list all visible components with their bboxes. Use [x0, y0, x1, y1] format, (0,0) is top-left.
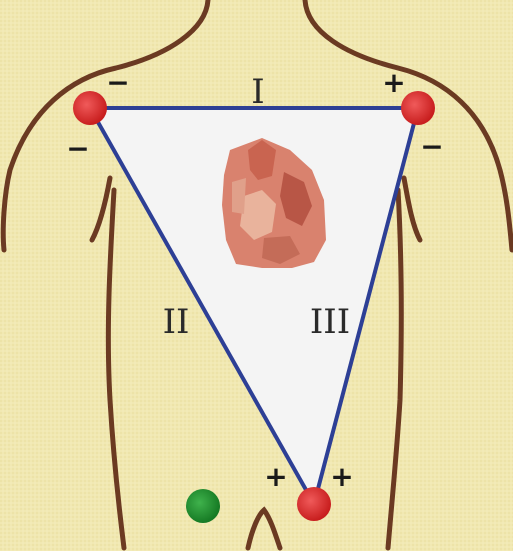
lead-3-label: III: [310, 302, 350, 342]
polarity-left-leg-right: +: [330, 460, 353, 493]
lead-1-label: I: [251, 72, 264, 112]
polarity-left-leg-left: +: [264, 460, 287, 493]
electrode-icon: [401, 91, 435, 125]
electrode-icon: [297, 487, 331, 521]
ground-electrode-icon: [186, 489, 220, 523]
polarity-left-arm-side: −: [420, 130, 443, 163]
polarity-left-arm-top: +: [382, 66, 405, 99]
lead-2-label: II: [163, 302, 190, 342]
electrode-icon: [73, 91, 107, 125]
polarity-right-arm-side: −: [66, 132, 89, 165]
polarity-right-arm-top: −: [106, 66, 129, 99]
